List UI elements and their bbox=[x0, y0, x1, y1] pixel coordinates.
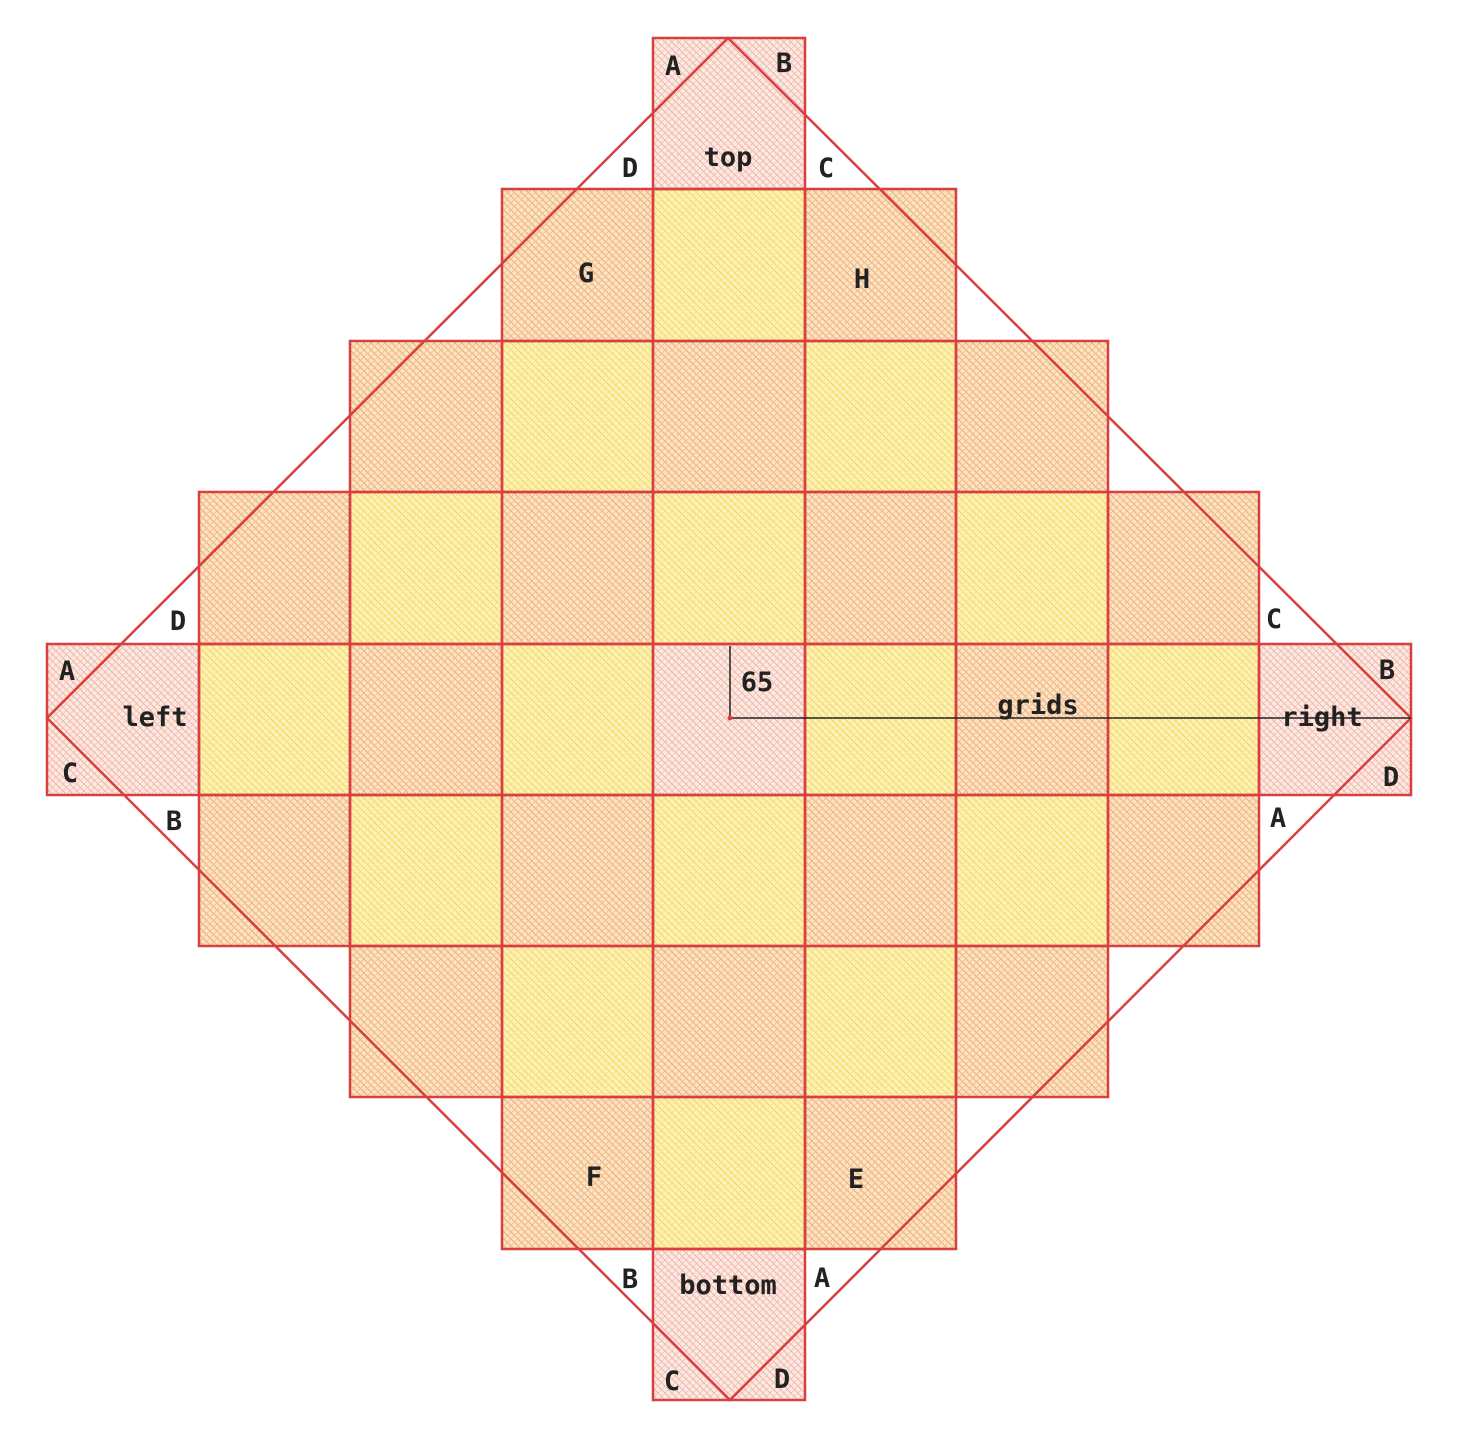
grid-cell bbox=[350, 795, 502, 946]
grid-cell bbox=[199, 795, 350, 946]
grid-cell bbox=[502, 795, 653, 946]
grid-cell bbox=[956, 946, 1108, 1097]
label-e: E bbox=[848, 1164, 864, 1195]
grid-cell bbox=[350, 946, 502, 1097]
corner-bottom-a: A bbox=[814, 1263, 830, 1294]
grid-cell bbox=[653, 341, 805, 492]
grid-cell bbox=[653, 189, 805, 341]
label-h: H bbox=[854, 264, 870, 295]
grid-cell bbox=[956, 795, 1108, 946]
grid-cell bbox=[805, 492, 956, 644]
label-f: F bbox=[586, 1162, 602, 1193]
diamond-outline bbox=[45, 36, 1413, 1402]
grid-cell bbox=[956, 644, 1108, 795]
corner-top-d: D bbox=[622, 153, 638, 184]
corner-right-d: D bbox=[1383, 762, 1399, 793]
grid-cell bbox=[502, 492, 653, 644]
grid-cell bbox=[199, 492, 350, 644]
label-left: left bbox=[122, 702, 187, 733]
grid-cell bbox=[805, 1097, 956, 1249]
corner-top-a: A bbox=[665, 51, 681, 82]
grid-cell bbox=[502, 644, 653, 795]
corner-bottom-b: B bbox=[622, 1264, 638, 1295]
grid-cell bbox=[350, 644, 502, 795]
grid-cell bbox=[502, 189, 653, 341]
corner-left-a: A bbox=[59, 656, 75, 687]
center-point bbox=[727, 715, 733, 721]
label-top: top bbox=[704, 142, 753, 173]
grid-cell bbox=[805, 644, 956, 795]
grid-cell bbox=[502, 341, 653, 492]
grid-cell bbox=[805, 189, 956, 341]
corner-right-a: A bbox=[1270, 803, 1286, 834]
label-g: G bbox=[578, 258, 594, 289]
grid-cell bbox=[1108, 644, 1259, 795]
grid-cell bbox=[805, 795, 956, 946]
corner-left-c: C bbox=[62, 758, 78, 789]
grid-cell bbox=[653, 1097, 805, 1249]
corner-top-b: B bbox=[776, 48, 792, 79]
label-right: right bbox=[1281, 702, 1362, 733]
grid-cell bbox=[502, 946, 653, 1097]
grid-cell bbox=[1108, 492, 1259, 644]
grid-cell bbox=[1259, 644, 1411, 795]
label-grids: grids bbox=[997, 690, 1078, 721]
corner-right-b: B bbox=[1379, 655, 1395, 686]
grid-cell bbox=[199, 644, 350, 795]
grid-cell bbox=[47, 644, 199, 795]
grid-cell bbox=[653, 38, 805, 189]
grid-cell bbox=[805, 341, 956, 492]
grid-cell bbox=[956, 341, 1108, 492]
corner-left-d: D bbox=[170, 606, 186, 637]
grid-cell bbox=[350, 341, 502, 492]
grid-cell bbox=[653, 492, 805, 644]
corner-right-c: C bbox=[1266, 604, 1282, 635]
grid-cell bbox=[350, 492, 502, 644]
grid-cell bbox=[1108, 795, 1259, 946]
grid-cell bbox=[653, 795, 805, 946]
corner-left-b: B bbox=[166, 806, 182, 837]
grid-cell bbox=[502, 1097, 653, 1249]
grid-cells bbox=[47, 38, 1411, 1400]
grid-cell bbox=[653, 946, 805, 1097]
grid-cell bbox=[805, 946, 956, 1097]
corner-top-c: C bbox=[818, 153, 834, 184]
grid-cell bbox=[956, 492, 1108, 644]
corner-bottom-c: C bbox=[664, 1366, 680, 1397]
label-dimension-65: 65 bbox=[741, 667, 774, 698]
label-bottom: bottom bbox=[679, 1270, 777, 1301]
corner-bottom-d: D bbox=[774, 1364, 790, 1395]
grid-cell bbox=[653, 1249, 805, 1400]
